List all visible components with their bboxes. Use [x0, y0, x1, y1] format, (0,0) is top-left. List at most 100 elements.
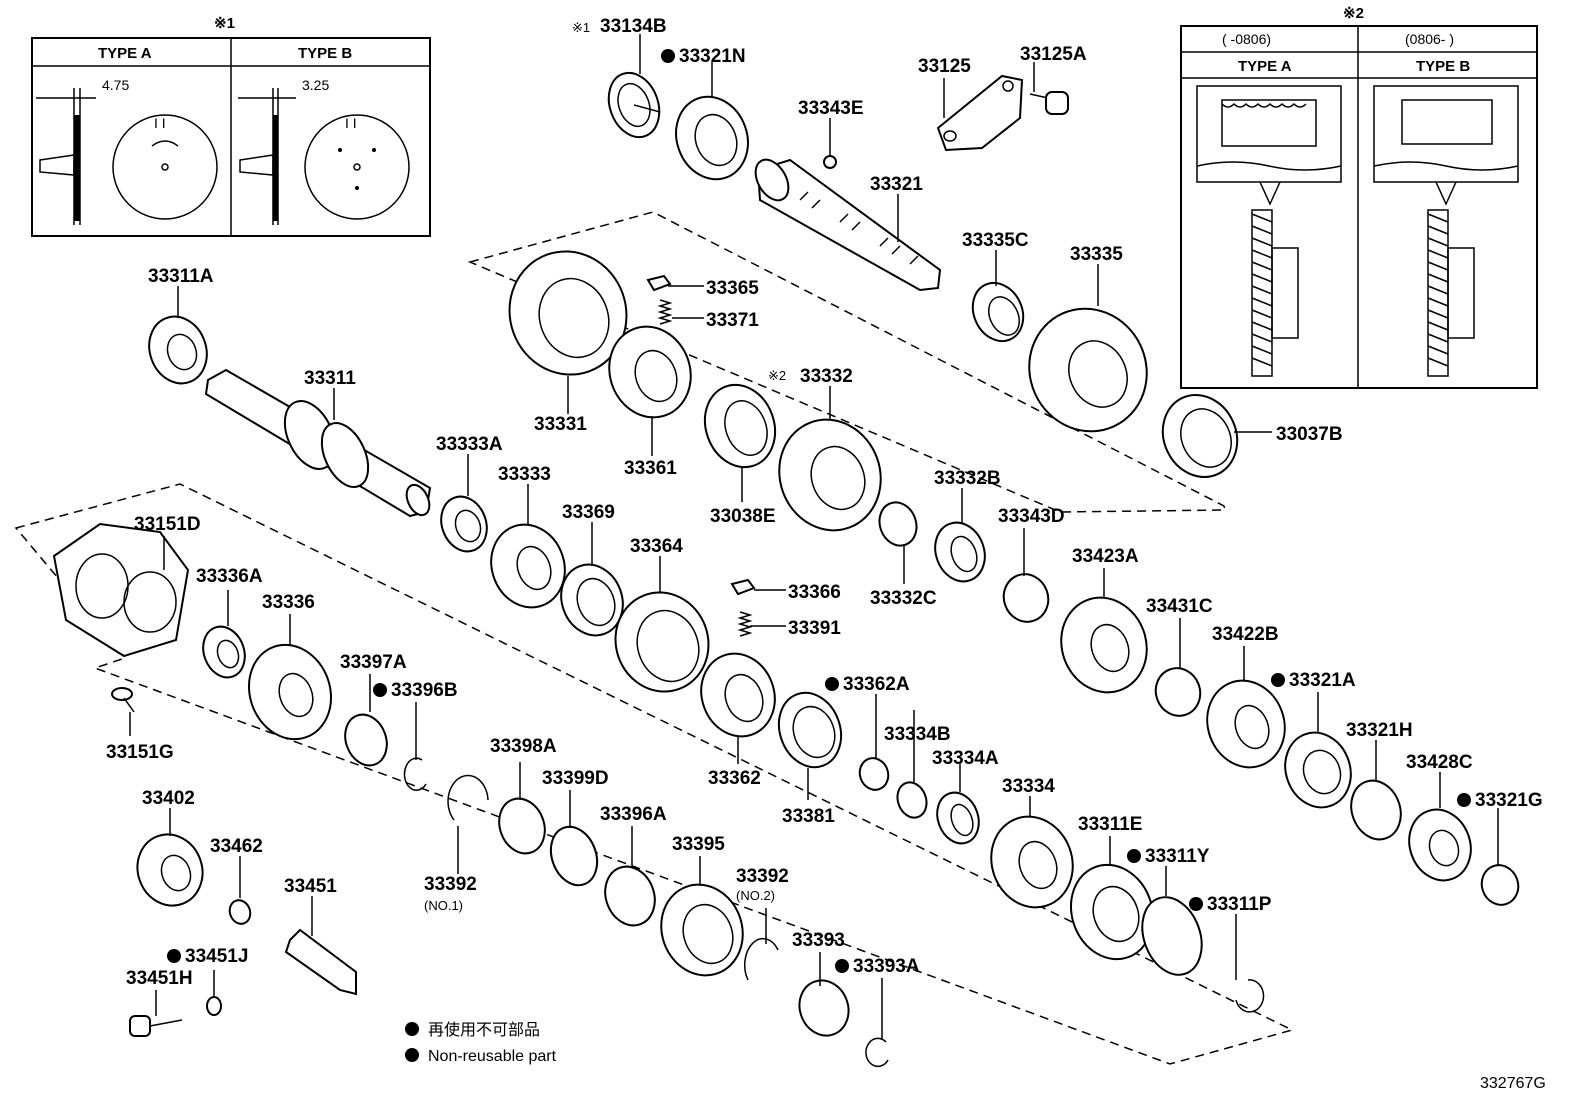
detail-box-2-mark: ※2 [1343, 5, 1364, 22]
label-33311P: 33311P [1207, 894, 1272, 915]
part-33366-drawing [730, 578, 756, 596]
part-33369-drawing [560, 563, 624, 637]
non-reusable-dot-33311Y [1127, 849, 1141, 863]
label-33331: 33331 [534, 414, 587, 435]
label-33399D: 33399D [542, 768, 609, 789]
dimension-b: 3.25 [302, 77, 329, 93]
non-reusable-dot-33451J [167, 949, 181, 963]
part-33321N-drawing [675, 95, 749, 181]
part-33311P-drawing [1235, 979, 1265, 1013]
part-33125-drawing [936, 74, 1024, 152]
label-33428C: 33428C [1406, 752, 1473, 773]
range-type-a: ( -0806) [1222, 31, 1271, 47]
label-33451J: 33451J [185, 946, 248, 967]
detail-box-2-type-a: TYPE A [1238, 58, 1292, 75]
part-33362A-drawing [858, 757, 890, 791]
label-33333: 33333 [498, 464, 551, 485]
label-33391: 33391 [788, 618, 841, 639]
part-33451-drawing [284, 928, 357, 996]
label-33334A: 33334A [932, 748, 999, 769]
label-33038E: 33038E [710, 506, 776, 527]
label-33366: 33366 [788, 582, 841, 603]
part-33428C-drawing [1408, 808, 1472, 882]
label-33396B: 33396B [391, 680, 458, 701]
part-33151D-drawing [52, 522, 190, 658]
part-33462-drawing [228, 899, 252, 925]
label-33371: 33371 [706, 310, 759, 331]
detail-box-1: ※1 TYPE A TYPE B 4.75 I I 3.25 [31, 15, 431, 237]
part-33399D-drawing [549, 825, 599, 887]
label-33037B: 33037B [1276, 424, 1343, 445]
label-33311Y: 33311Y [1145, 846, 1210, 867]
part-33392-no2-drawing [744, 937, 779, 981]
label-33393A: 33393A [853, 956, 920, 977]
label-33396A: 33396A [600, 804, 667, 825]
detail-box-1-type-a: TYPE A [98, 45, 152, 62]
group-outline-lower [14, 483, 1295, 1065]
label-33336: 33336 [262, 592, 315, 613]
part-33422B-drawing [1206, 679, 1286, 769]
label-33321N: 33321N [679, 46, 746, 67]
type-a-shim-drawing: 4.75 I I [36, 77, 218, 225]
legend-text-ja: 再使用不可部品 [428, 1021, 540, 1039]
label-33397A: 33397A [340, 652, 407, 673]
part-33333A-drawing [440, 495, 488, 553]
label-33134B: 33134B [600, 16, 667, 37]
part-33396B-drawing [403, 757, 427, 791]
label-33125: 33125 [918, 56, 971, 77]
part-33311-drawing [204, 368, 432, 518]
part-33321A-drawing [1284, 731, 1352, 809]
label-33333A: 33333A [436, 434, 503, 455]
label-33395: 33395 [672, 834, 725, 855]
label-33393: 33393 [792, 930, 845, 951]
part-33343D-drawing [1002, 573, 1050, 623]
part-33391-drawing [737, 611, 753, 637]
legend: 再使用不可部品 Non-reusable part [405, 1021, 557, 1065]
part-33134B-drawing [607, 71, 661, 139]
part-33335-drawing [1028, 307, 1148, 433]
label-33335C: 33335C [962, 230, 1029, 251]
part-33334A-drawing [936, 791, 980, 845]
label-33423A: 33423A [1072, 546, 1139, 567]
label-33381: 33381 [782, 806, 835, 827]
label-33321H: 33321H [1346, 720, 1413, 741]
part-labels: ※1 33134B 33321N 33125 33125A 33343E 333… [106, 16, 1543, 989]
label-33402: 33402 [142, 788, 195, 809]
part-33393-drawing [798, 979, 850, 1037]
part-33336-drawing [247, 643, 333, 741]
part-33397A-drawing [344, 713, 388, 767]
label-33125A: 33125A [1020, 44, 1087, 65]
non-reusable-dot-33311P [1189, 897, 1203, 911]
part-33398A-drawing [498, 797, 546, 855]
part-33335C-drawing [971, 281, 1025, 343]
label-33392-no2-sub: (NO.2) [736, 888, 775, 903]
group-outline-upper [467, 211, 1226, 513]
leader-lines [129, 34, 1499, 1040]
label-33343D: 33343D [998, 506, 1065, 527]
part-33037B-drawing [1161, 394, 1239, 478]
part-33361-drawing [608, 325, 692, 419]
part-33321-drawing [754, 158, 942, 292]
non-reusable-dot-33321N [661, 49, 675, 63]
label-33451H: 33451H [126, 968, 193, 989]
label-33392-no1-sub: (NO.1) [424, 898, 463, 913]
non-reusable-dot-33396B [373, 683, 387, 697]
part-33311E-drawing [1069, 863, 1155, 961]
part-33332C-drawing [878, 501, 918, 547]
label-33336A: 33336A [196, 566, 263, 587]
gear-tooth-type-b-drawing [1373, 85, 1519, 377]
part-33423A-drawing [1060, 596, 1148, 694]
detail-box-2: ※2 ( -0806) (0806- ) TYPE A TYPE B [1180, 5, 1538, 389]
part-33371-drawing [657, 299, 673, 325]
part-33038E-drawing [703, 383, 777, 469]
detail-box-2-type-b: TYPE B [1416, 58, 1470, 75]
label-33311A: 33311A [148, 266, 214, 287]
label-33343E: 33343E [798, 98, 864, 119]
part-33396A-drawing [604, 865, 656, 927]
legend-text-en: Non-reusable part [428, 1048, 557, 1065]
part-33393A-drawing [865, 1037, 889, 1068]
non-reusable-dot-33393A [835, 959, 849, 973]
label-33332C: 33332C [870, 588, 937, 609]
label-33321G: 33321G [1475, 790, 1543, 811]
label-33422B: 33422B [1212, 624, 1279, 645]
